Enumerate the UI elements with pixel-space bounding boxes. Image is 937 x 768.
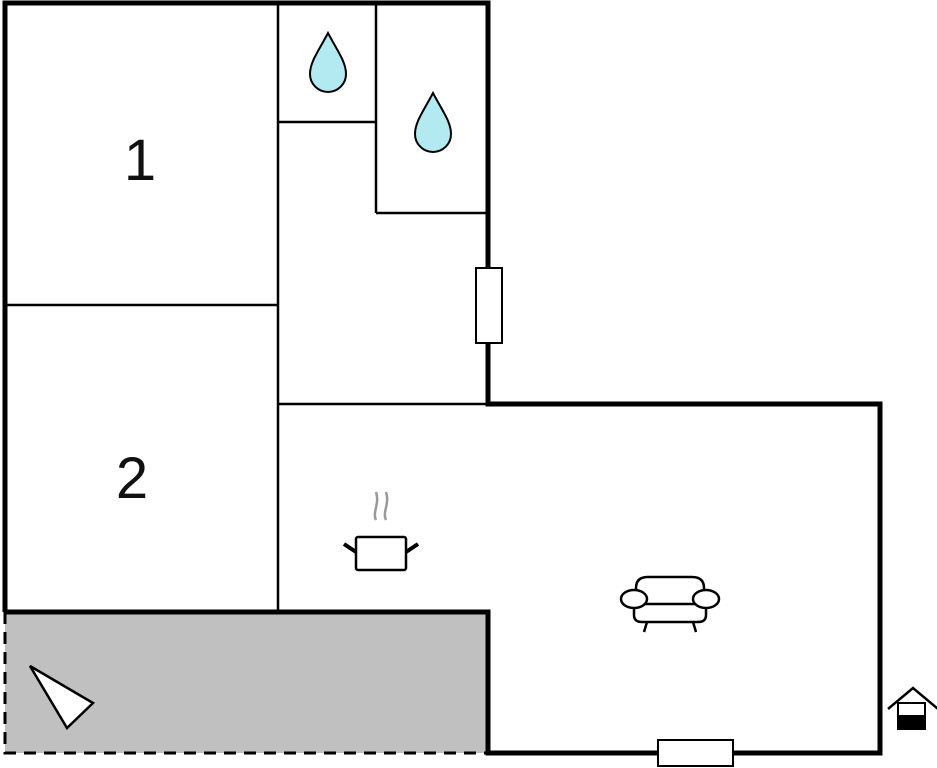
house-entrance-icon	[887, 686, 937, 730]
water-drop-icon	[413, 90, 453, 153]
cooking-pot-icon	[342, 491, 420, 572]
terrace	[5, 612, 488, 753]
exterior-walls	[2, 0, 883, 756]
room-label-1: 1	[124, 128, 156, 193]
room-label-2: 2	[116, 446, 148, 511]
window	[475, 267, 503, 344]
sofa-icon	[619, 575, 721, 633]
door	[657, 739, 734, 767]
terrace-dashed-edge	[3, 612, 488, 755]
terrace-direction-icon	[28, 664, 96, 730]
water-drop-icon	[308, 30, 348, 93]
interior-walls	[5, 3, 488, 612]
